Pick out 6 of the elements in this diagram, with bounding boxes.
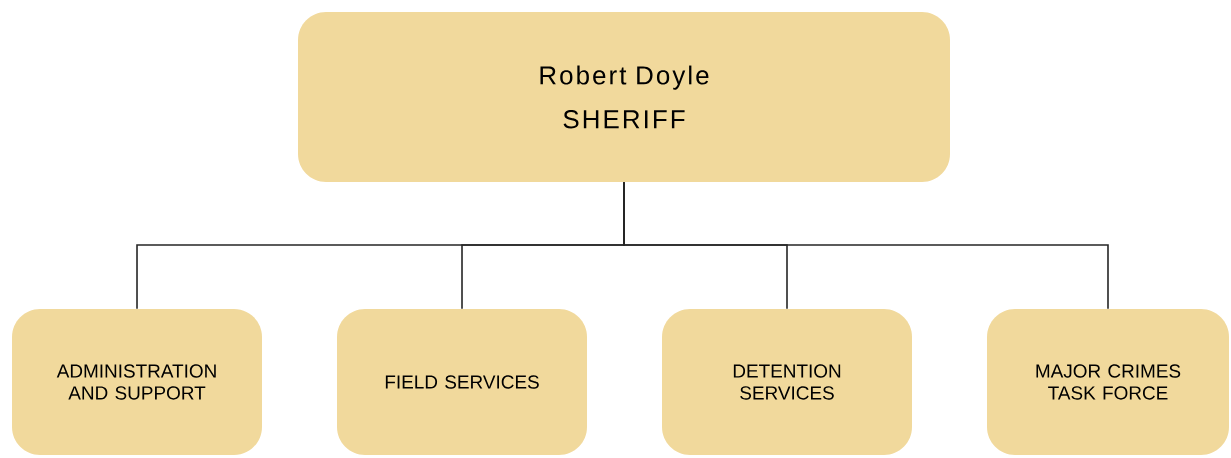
title-box: Robert Doyle SHERIFF [298,12,950,182]
department-box: MAJOR CRIMES TASK FORCE [987,309,1229,455]
connector-line [623,181,1109,310]
department-box: DETENTION SERVICES [662,309,912,455]
department-box: FIELD SERVICES [337,309,587,455]
department-box: ADMINISTRATION AND SUPPORT [12,309,262,455]
